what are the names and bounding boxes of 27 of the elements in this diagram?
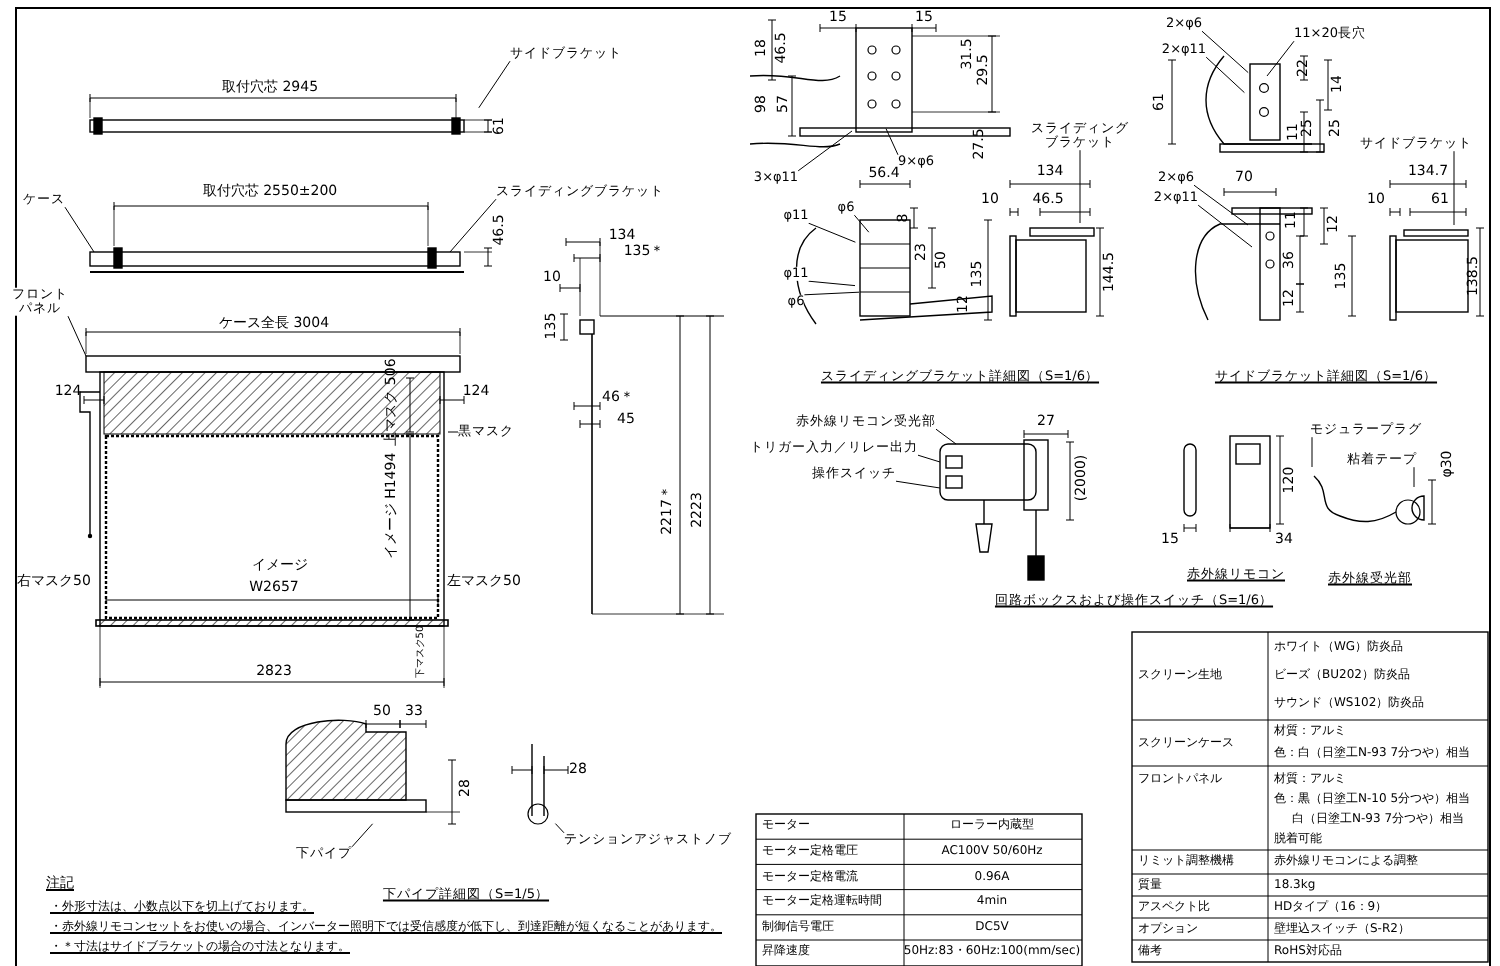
leader-line <box>917 454 941 463</box>
leader-line <box>853 214 870 233</box>
leader-line <box>1266 40 1295 77</box>
leader-line <box>935 428 957 445</box>
leader-line <box>1413 466 1415 488</box>
leader-line <box>449 198 497 253</box>
leader-line <box>554 823 565 834</box>
leader-line <box>351 823 374 848</box>
leader-line <box>1453 150 1455 226</box>
leader-line <box>885 128 899 156</box>
leader-line <box>478 60 511 109</box>
leader-line <box>64 206 95 253</box>
control-box-drawing <box>939 443 1037 553</box>
case-outline <box>89 251 461 267</box>
leader-line <box>1079 149 1081 224</box>
leader-line <box>808 222 856 243</box>
leader-line <box>1201 30 1249 74</box>
leader-line <box>803 291 860 296</box>
leader-line <box>1197 204 1253 248</box>
leader-line <box>1311 436 1313 468</box>
leader-line <box>1193 184 1249 226</box>
leader-line <box>447 431 459 433</box>
leader-line <box>895 480 941 489</box>
leader-line <box>808 280 856 287</box>
leader-line <box>67 315 87 357</box>
leader-line <box>797 130 853 172</box>
leader-line <box>1205 56 1245 94</box>
